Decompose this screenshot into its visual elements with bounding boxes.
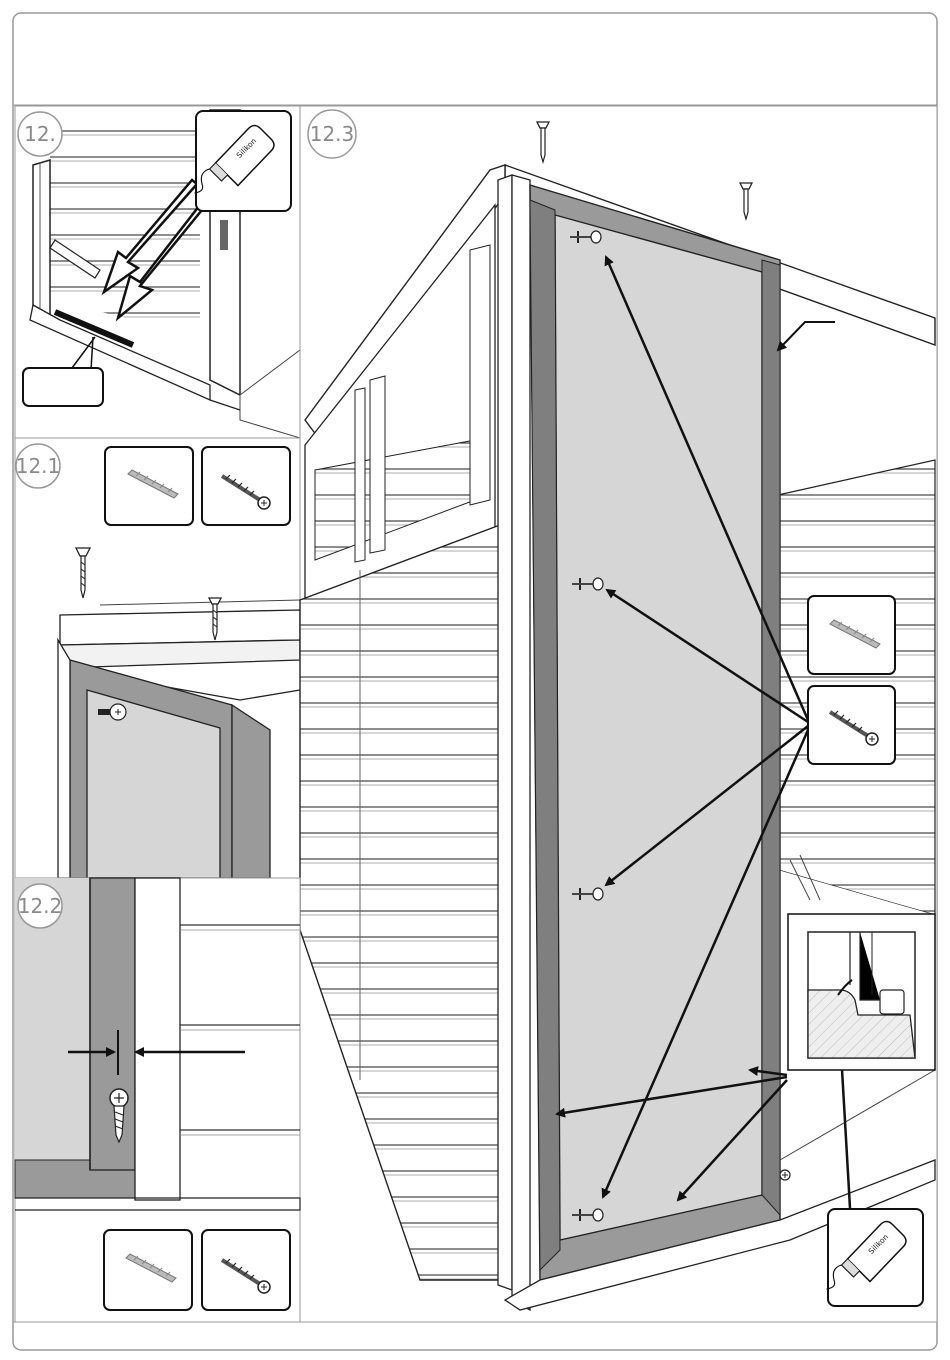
- callout-box: [23, 368, 103, 406]
- sill-screw: [780, 1170, 790, 1180]
- step-number: 12.2: [18, 894, 63, 918]
- screw-icon-box: [202, 1230, 290, 1310]
- panel-step-12-2: 12.2: [15, 878, 300, 1322]
- panel-step-12-1: 12.1: [15, 438, 300, 878]
- screw-icon-box: [202, 447, 290, 525]
- seal-detail-section: [808, 932, 915, 1058]
- step-number: 12.: [24, 122, 56, 146]
- panel-step-12-3: Silikon 12.3: [300, 106, 937, 1322]
- step-number: 12.3: [310, 122, 355, 146]
- wall-plug-icon-box: [105, 447, 193, 525]
- panel-step-12: Silikon 12.: [15, 106, 300, 438]
- step-number: 12.1: [16, 454, 61, 478]
